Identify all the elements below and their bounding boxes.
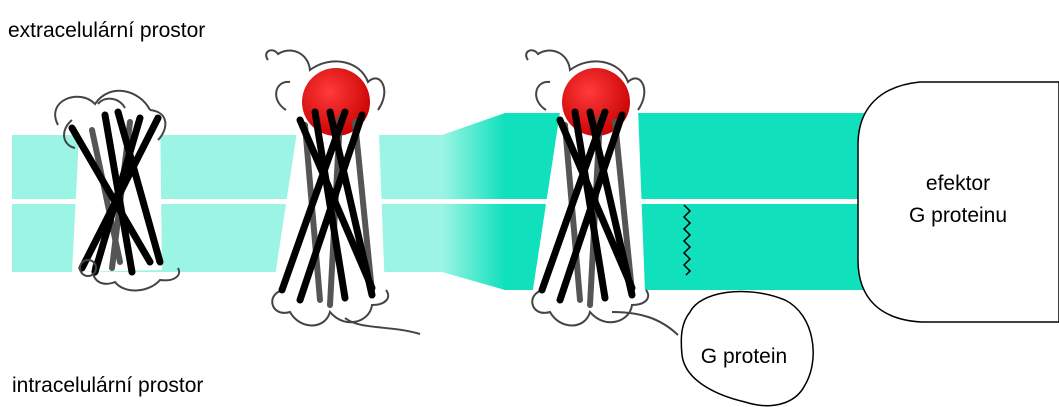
effector-label-line1: efektor [858, 168, 1058, 200]
effector-label: efektor G proteinu [858, 168, 1058, 231]
intracellular-label: intracelulární prostor [12, 375, 203, 396]
effector-label-line2: G proteinu [858, 200, 1058, 232]
extracellular-label: extracelulární prostor [8, 20, 205, 41]
g-protein-label: G protein [680, 346, 808, 367]
membrane-transition [442, 113, 505, 290]
